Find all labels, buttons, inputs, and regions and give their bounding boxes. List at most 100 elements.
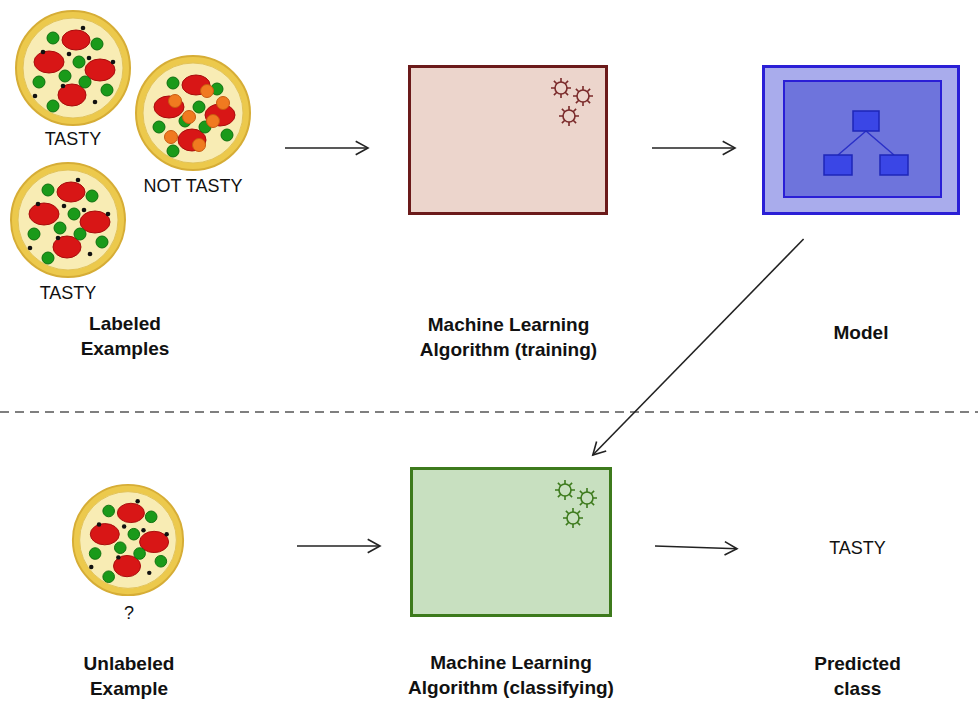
model-inner-panel [783, 80, 942, 198]
olive-topping [114, 542, 126, 554]
flow-arrow [593, 239, 804, 455]
pepper-dot [93, 100, 98, 105]
unlabeled-node: ?Unlabeled Example [70, 482, 188, 702]
pepper-dot [28, 246, 33, 251]
olive-topping [79, 76, 91, 88]
olive-topping [73, 56, 85, 68]
pizza-node: NOT TASTY [133, 53, 253, 223]
pepper-dot [67, 52, 72, 57]
pepper-dot [89, 565, 93, 569]
arrow-shaft [593, 239, 804, 455]
olive-topping [96, 236, 108, 248]
gear-teeth [555, 480, 575, 500]
olive-topping [128, 528, 140, 540]
arrow-head [593, 442, 606, 456]
pizza-node: TASTY [8, 160, 128, 310]
section-heading: Machine Learning Algorithm (training) [391, 313, 626, 362]
arrow-shaft [655, 546, 737, 549]
olive-topping [145, 511, 157, 523]
gear-icon [543, 70, 613, 140]
olive-topping [193, 101, 205, 113]
training-box: Machine Learning Algorithm (training) [408, 65, 608, 215]
pepper-dot [116, 555, 120, 559]
pizza-cheese [80, 492, 177, 589]
arrow-head [368, 539, 380, 553]
pizza-node: TASTY [13, 8, 133, 158]
pepper-topping [201, 85, 214, 98]
box-outline [408, 65, 608, 215]
flow-arrow [297, 539, 380, 553]
pepper-dot [88, 252, 93, 257]
olive-topping [91, 38, 103, 50]
tree-link [838, 131, 894, 155]
pepper-dot [62, 204, 67, 209]
olive-topping [33, 76, 45, 88]
section-heading: Machine Learning Algorithm (classifying) [393, 651, 629, 700]
olive-topping [103, 571, 115, 583]
tree-leaf [880, 155, 908, 175]
olive-topping [89, 548, 101, 560]
olive-topping [167, 145, 179, 157]
box-outline [762, 65, 960, 215]
pizza-cheese [18, 170, 118, 270]
class-label: TASTY [18, 282, 118, 305]
pepper-dot [36, 202, 41, 207]
pepper-dot [61, 84, 66, 89]
tomato-slice [62, 30, 90, 50]
flow-arrow [285, 141, 368, 155]
pizza-cheese [23, 18, 123, 118]
tomato-slice [34, 51, 64, 73]
pepper-topping [165, 131, 178, 144]
pepper-dot [122, 524, 126, 528]
flow-arrow [655, 542, 737, 555]
arrow-head [356, 141, 368, 155]
pepper-dot [135, 499, 139, 503]
pepper-dot [164, 532, 168, 536]
pepper-topping [217, 97, 230, 110]
olive-topping [47, 32, 59, 44]
example-group: Labeled Examples TASTY NOT TASTY TASTY [0, 0, 270, 372]
tomato-slice [90, 524, 119, 545]
pizza-crust [16, 11, 130, 125]
prediction-node: TASTYPredicted class [795, 537, 920, 702]
pepper-dot [33, 94, 38, 99]
section-heading: Labeled Examples [50, 312, 200, 361]
arrow-shaft [297, 545, 380, 547]
pepper-dot [82, 208, 87, 213]
class-label: TASTY [795, 537, 920, 560]
pepper-dot [41, 50, 46, 55]
olive-topping [167, 77, 179, 89]
pizza-illustration [8, 160, 128, 280]
pepper-dot [97, 522, 101, 526]
olive-topping [86, 190, 98, 202]
pepper-dot [76, 178, 81, 183]
pizza-crust [73, 485, 183, 595]
box-outline [410, 467, 612, 617]
section-heading: Model [781, 321, 941, 346]
olive-topping [101, 84, 113, 96]
tree-leaf [824, 155, 852, 175]
pizza-crust [136, 56, 250, 170]
olive-topping [68, 208, 80, 220]
pepper-dot [111, 60, 116, 65]
section-heading: Unlabeled Example [54, 652, 204, 701]
pizza-illustration [13, 8, 133, 128]
pizza-cheese [143, 63, 243, 163]
pepper-topping [207, 115, 220, 128]
olive-topping [42, 252, 54, 264]
olive-topping [74, 228, 86, 240]
pepper-dot [106, 212, 111, 217]
gear-teeth [577, 488, 597, 508]
pepper-dot [81, 26, 86, 31]
tomato-slice [29, 203, 59, 225]
gear-teeth [559, 106, 579, 126]
olive-topping [59, 70, 71, 82]
class-label: TASTY [23, 128, 123, 151]
class-label: NOT TASTY [143, 175, 243, 198]
olive-topping [134, 548, 146, 560]
pepper-topping [193, 139, 206, 152]
section-divider [0, 411, 978, 413]
olive-topping [42, 184, 54, 196]
tomato-slice [57, 182, 85, 202]
